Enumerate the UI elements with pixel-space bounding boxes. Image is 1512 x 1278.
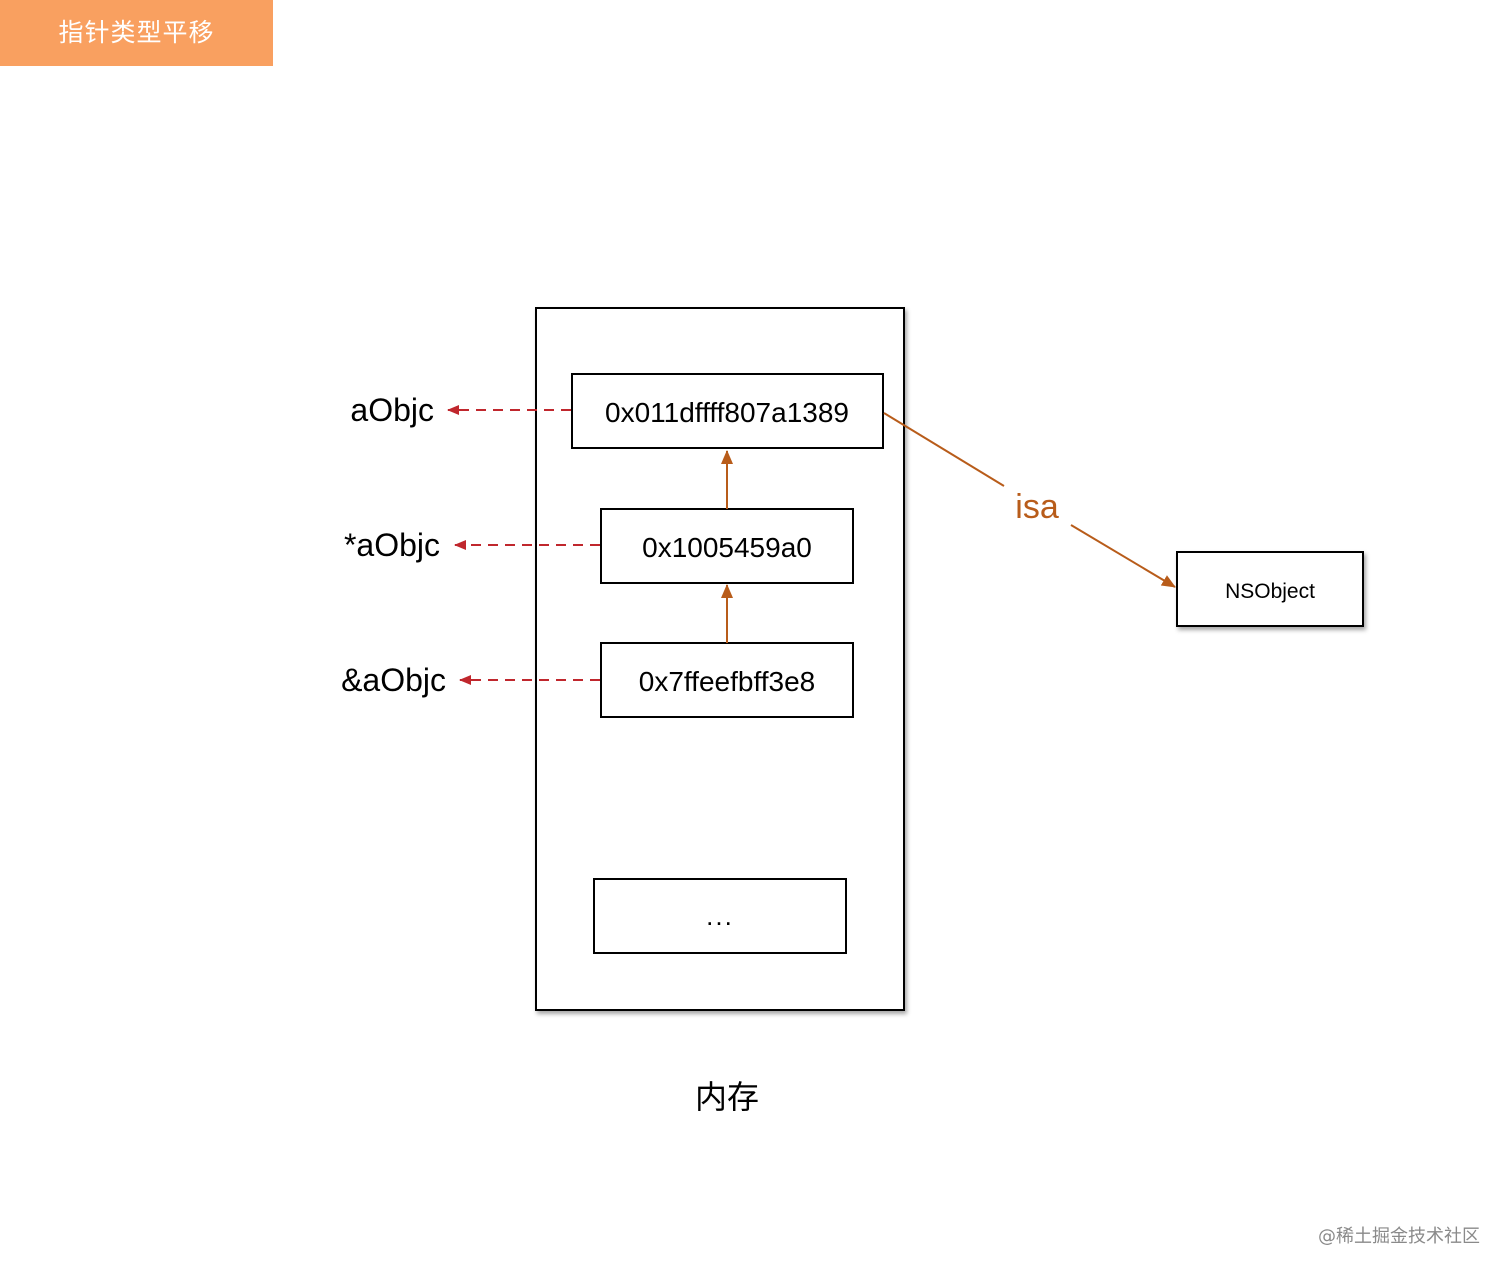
memory-cell-object: 0x1005459a0 xyxy=(600,508,854,584)
memory-cell-pointer: 0x7ffeefbff3e8 xyxy=(600,642,854,718)
nsobject-box: NSObject xyxy=(1176,551,1364,627)
nsobject-label: NSObject xyxy=(1225,580,1315,603)
isa-line-upper xyxy=(883,412,1005,487)
label-addr-aobjc: &aObjc xyxy=(341,662,446,698)
memory-cell-isa: 0x011dffff807a1389 xyxy=(571,373,884,449)
watermark: @稀土掘金技术社区 xyxy=(1318,1226,1480,1247)
memory-cell-more: ... xyxy=(593,878,847,954)
memory-caption: 内存 xyxy=(695,1078,759,1116)
memory-cell-isa-value: 0x011dffff807a1389 xyxy=(605,397,849,428)
memory-cell-object-value: 0x1005459a0 xyxy=(642,532,812,563)
memory-cell-pointer-value: 0x7ffeefbff3e8 xyxy=(639,666,815,697)
label-deref-aobjc: *aObjc xyxy=(344,527,440,563)
label-aobjc: aObjc xyxy=(350,392,434,428)
page-title: 指针类型平移 xyxy=(0,0,273,66)
isa-line-lower xyxy=(1070,524,1176,588)
memory-cell-more-value: ... xyxy=(706,901,734,931)
isa-label: isa xyxy=(1015,488,1059,526)
